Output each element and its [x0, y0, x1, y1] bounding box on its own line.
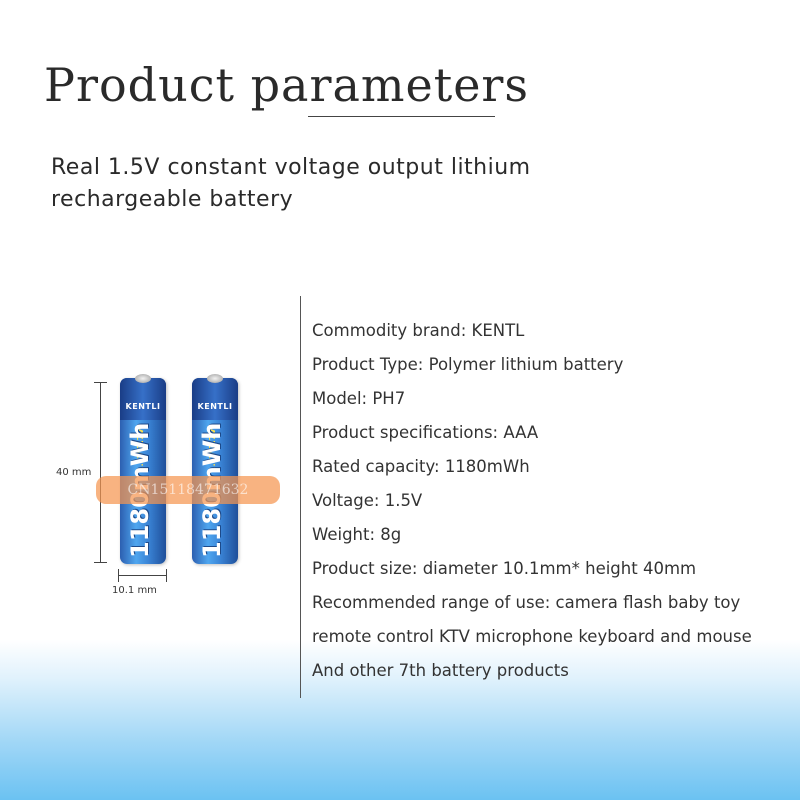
- battery-terminal: [135, 374, 151, 383]
- battery-image: KENTLI 1.5V 3.7V 1180mWh: [192, 374, 238, 564]
- subtitle: Real 1.5V constant voltage output lithiu…: [51, 155, 531, 212]
- param-item: Recommended range of use: camera flash b…: [312, 593, 741, 612]
- param-item: remote control KTV microphone keyboard a…: [312, 627, 752, 646]
- param-item: Product specifications: AAA: [312, 423, 539, 442]
- height-dimension-tick: [94, 562, 107, 563]
- param-item: Product Type: Polymer lithium battery: [312, 355, 624, 374]
- height-dimension-tick: [94, 382, 107, 383]
- battery-brand: KENTLI: [197, 402, 233, 411]
- parameter-list: Commodity brand: KENTL Product Type: Pol…: [312, 314, 798, 688]
- battery-terminal: [207, 374, 223, 383]
- battery-brand: KENTLI: [125, 402, 161, 411]
- height-label: 40 mm: [56, 467, 92, 478]
- battery-cap: [192, 378, 238, 420]
- battery-illustration: 40 mm KENTLI 1.5V 3.7V 1180mWh KENTLI 1.…: [40, 370, 290, 610]
- param-item: Voltage: 1.5V: [312, 491, 423, 510]
- page-title: Product parameters: [44, 58, 530, 112]
- param-item: Product size: diameter 10.1mm* height 40…: [312, 559, 697, 578]
- diameter-label: 10.1 mm: [112, 585, 157, 596]
- watermark: CN15118471632: [96, 476, 280, 504]
- height-dimension-line: [100, 382, 101, 562]
- param-item: Model: PH7: [312, 389, 406, 408]
- diameter-dimension-tick: [166, 569, 167, 582]
- footer-gradient: [0, 640, 800, 800]
- title-underline: [308, 116, 495, 117]
- param-item: Commodity brand: KENTL: [312, 321, 525, 340]
- vertical-divider: [300, 296, 301, 698]
- diameter-dimension-tick: [118, 569, 119, 582]
- param-item: Weight: 8g: [312, 525, 402, 544]
- param-item: And other 7th battery products: [312, 661, 569, 680]
- diameter-dimension-line: [118, 575, 166, 576]
- battery-image: KENTLI 1.5V 3.7V 1180mWh: [120, 374, 166, 564]
- battery-cap: [120, 378, 166, 420]
- param-item: Rated capacity: 1180mWh: [312, 457, 530, 476]
